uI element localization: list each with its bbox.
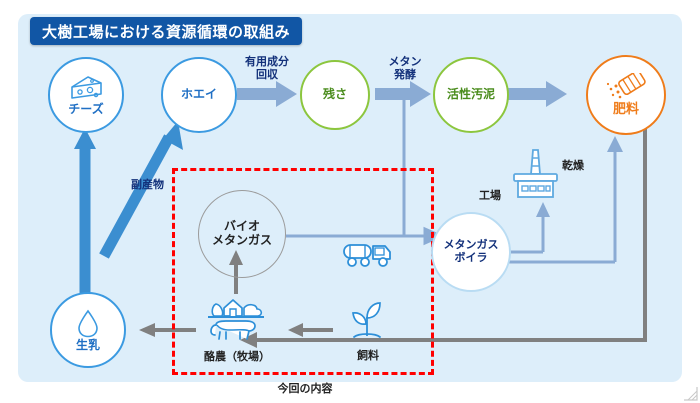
node-biogas-label-line2: メタンガス xyxy=(211,233,272,247)
node-whey[interactable]: ホエイ xyxy=(161,57,237,133)
arrow-fertilizer-to-feed xyxy=(240,125,647,348)
truck-icon xyxy=(343,244,391,267)
sprout-icon xyxy=(352,302,381,338)
icon-group-feed xyxy=(342,300,392,342)
node-residue[interactable]: 残さ xyxy=(300,60,370,130)
node-fertilizer-label: 肥料 xyxy=(612,101,639,117)
arrow-residue-to-sludge xyxy=(375,81,431,107)
arrow-feed-to-dairyfarm xyxy=(288,323,333,337)
arrow-sludge-to-fertilizer xyxy=(508,81,567,107)
legend-caption: 今回の内容 xyxy=(277,382,333,395)
arrow-byproduct-to-whey xyxy=(99,121,183,259)
node-boiler-label-line2: ボイラ xyxy=(454,251,488,264)
label-useful-recovery: 有用成分 回収 xyxy=(228,55,306,81)
milk-drop-icon xyxy=(78,309,98,337)
label-methane-fermentation-line1: メタン xyxy=(388,55,422,68)
label-methane-fermentation-line2: 発酵 xyxy=(394,68,416,82)
node-whey-label: ホエイ xyxy=(180,87,217,102)
resize-corner-icon xyxy=(684,387,698,401)
label-byproduct: 副産物 xyxy=(131,178,164,191)
label-dairy-farm: 酪農（牧場） xyxy=(204,350,270,363)
node-raw-milk[interactable]: 生乳 xyxy=(50,292,126,368)
icon-group-factory xyxy=(500,148,570,200)
node-methane-gas-boiler[interactable]: メタンガス ボイラ xyxy=(431,212,511,292)
fertilizer-icon xyxy=(606,72,646,98)
label-factory: 工場 xyxy=(479,189,501,202)
node-activated-sludge[interactable]: 活性汚泥 xyxy=(433,57,509,133)
factory-icon xyxy=(513,149,558,198)
cheese-icon xyxy=(71,75,102,99)
icon-group-dairy-farm xyxy=(200,292,272,342)
arrow-whey-to-residue xyxy=(237,81,297,107)
node-boiler-label-line1: メタンガス xyxy=(443,238,499,252)
node-residue-label: 残さ xyxy=(322,87,347,102)
node-activated-sludge-label: 活性汚泥 xyxy=(446,87,495,102)
label-useful-recovery-line2: 回収 xyxy=(256,68,278,82)
label-drying: 乾燥 xyxy=(562,159,584,172)
node-fertilizer[interactable]: 肥料 xyxy=(586,55,666,135)
arrow-rawmilk-to-cheese xyxy=(74,128,96,307)
label-feed: 飼料 xyxy=(357,349,379,362)
dairy-farm-icon xyxy=(208,299,264,340)
label-methane-fermentation: メタン 発酵 xyxy=(372,55,438,81)
node-biogas-label-line1: バイオ xyxy=(223,219,260,234)
label-useful-recovery-line1: 有用成分 xyxy=(245,55,289,68)
node-cheese-label: チーズ xyxy=(68,101,104,116)
node-biogas[interactable]: バイオ メタンガス xyxy=(198,190,286,278)
page-title-text: 大樹工場における資源循環の取組み xyxy=(42,22,291,41)
node-cheese[interactable]: チーズ xyxy=(48,57,124,133)
icon-group-truck xyxy=(340,240,396,270)
page-title: 大樹工場における資源循環の取組み xyxy=(30,17,303,45)
highlight-dashed-box xyxy=(172,168,434,375)
node-raw-milk-label: 生乳 xyxy=(75,337,100,352)
